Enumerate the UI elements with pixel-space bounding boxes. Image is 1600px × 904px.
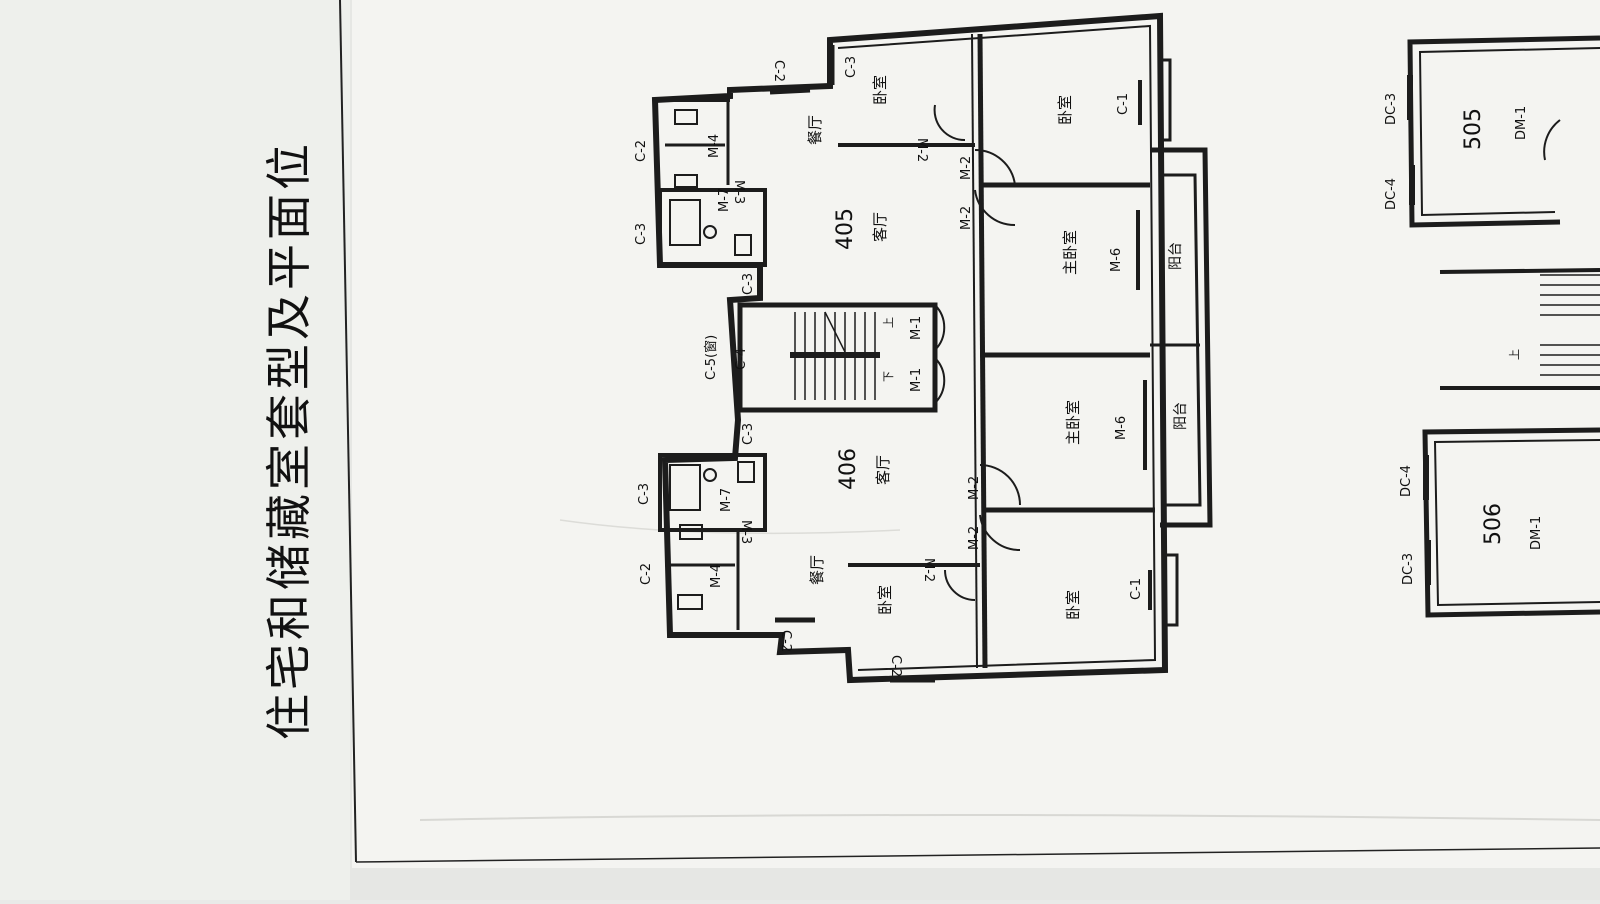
code-m1-a: M-1	[909, 316, 924, 340]
unit-406-living-label: 客厅	[874, 455, 892, 485]
code-m7-405: M-7	[717, 188, 732, 212]
paper-left-strip	[0, 0, 350, 900]
code-m6-406: M-6	[1114, 416, 1129, 440]
code-m3-406: M-3	[738, 520, 753, 544]
unit-406-bedroom-small-label: 卧室	[876, 585, 894, 615]
code-c3-405-stair: C-3	[741, 273, 756, 295]
stair-down-label: 下	[882, 371, 895, 382]
code-dm1-505: DM-1	[1514, 106, 1529, 140]
code-m4-405: M-4	[707, 134, 722, 158]
unit-406-number: 406	[836, 448, 861, 490]
unit-405-balcony-label: 阳台	[1168, 242, 1184, 270]
code-c3-top-bedroom: C-3	[844, 56, 859, 78]
code-dc4-505: DC-4	[1384, 178, 1399, 210]
code-m2-a: M-2	[914, 138, 929, 162]
code-c2-406-bottom: C-2	[778, 630, 793, 652]
code-m2-b: M-2	[959, 156, 974, 180]
code-c1-bottom: C-1	[1129, 578, 1144, 600]
storage-505-number: 505	[1461, 108, 1486, 150]
bottom-border	[355, 847, 1600, 863]
code-c2-405-kitchen: C-2	[634, 140, 649, 162]
code-m1-b: M-1	[909, 368, 924, 392]
code-m4-406: M-4	[709, 564, 724, 588]
unit-405-dining-label: 餐厅	[806, 115, 824, 145]
code-m2-406-c: M-2	[967, 526, 982, 550]
main-plan	[651, 12, 1213, 684]
code-c1-top: C-1	[1116, 93, 1131, 115]
unit-406-balcony-label: 阳台	[1173, 402, 1189, 430]
code-dm1-506: DM-1	[1529, 516, 1544, 550]
unit-406-dining-label: 餐厅	[808, 555, 826, 585]
unit-405-master-label: 主卧室	[1061, 230, 1079, 275]
unit-405-number: 405	[833, 208, 858, 250]
code-dc3-506: DC-3	[1401, 553, 1416, 585]
code-m7-406: M-7	[719, 488, 734, 512]
unit-406-bedroom-label: 卧室	[1064, 590, 1082, 620]
code-dc4-506: DC-4	[1399, 465, 1414, 497]
code-m2-406-a: M-2	[921, 558, 936, 582]
storage-506-number: 506	[1481, 503, 1506, 545]
code-c3-405-bath: C-3	[634, 223, 649, 245]
margin-line	[339, 0, 357, 863]
document-title: 住宅和储藏室套型及平面位	[262, 140, 316, 740]
unit-405-living-label: 客厅	[871, 212, 889, 242]
code-c3-406-stair: C-3	[741, 423, 756, 445]
unit-405-bedroom-label: 卧室	[1056, 95, 1074, 125]
unit-405-bedroom-small-label: 卧室	[871, 75, 889, 105]
storage-stair-up-label: 上	[1508, 349, 1521, 360]
code-c5: C-5(窗)	[703, 335, 719, 380]
code-m2-406-b: M-2	[967, 476, 982, 500]
code-c2-top: C-2	[771, 60, 786, 82]
code-c2-406-kitchen: C-2	[639, 563, 654, 585]
stair-up-label: 上	[882, 317, 895, 328]
code-m6-405: M-6	[1109, 248, 1124, 272]
code-c2-406-bedroom: C-2	[888, 655, 903, 677]
code-m2-c: M-2	[959, 206, 974, 230]
storage-plan	[1407, 35, 1600, 618]
code-dc3-505: DC-3	[1384, 93, 1399, 125]
code-c3-406-bath: C-3	[637, 483, 652, 505]
unit-406-master-label: 主卧室	[1064, 400, 1082, 445]
code-c4: C-4	[734, 348, 749, 370]
code-m3-405: M-3	[731, 180, 746, 204]
